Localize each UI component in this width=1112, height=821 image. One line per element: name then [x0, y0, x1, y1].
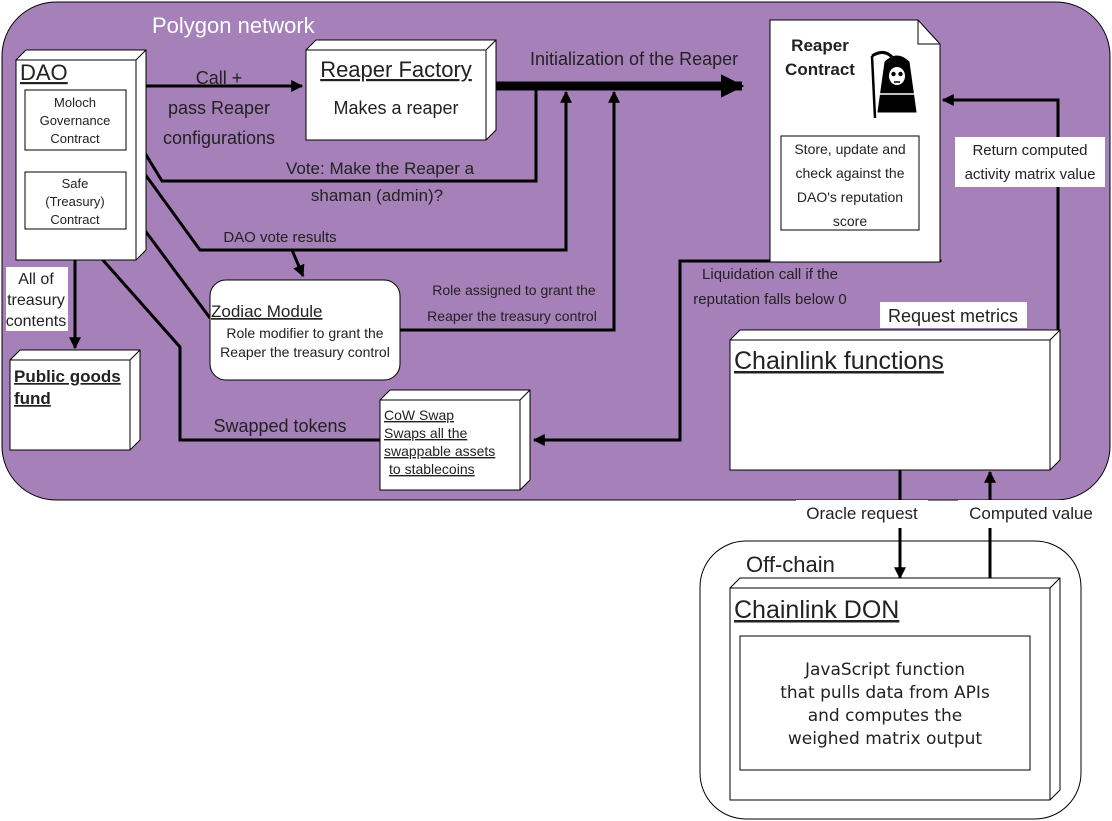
public-goods-node[interactable]: Public goods fund [9, 349, 141, 451]
label-treasury-1: All of [18, 271, 54, 288]
label-call-3: configurations [163, 128, 275, 148]
moloch-line-2: Governance [40, 113, 111, 128]
public-goods-title-2: fund [14, 389, 51, 408]
cow-line-2: Swaps all the [384, 425, 467, 441]
moloch-line-3: Contract [50, 131, 100, 146]
chainlink-functions-title: Chainlink functions [734, 347, 944, 375]
factory-title: Reaper Factory [320, 57, 472, 82]
edge-swapped [76, 231, 380, 442]
oracle-label-bg [796, 500, 928, 528]
label-call-1: Call + [196, 68, 243, 88]
zodiac-module-node[interactable]: Zodiac Module Role modifier to grant the… [209, 279, 401, 381]
public-goods-title-1: Public goods [14, 367, 121, 386]
label-vote-results: DAO vote results [223, 229, 336, 246]
label-return-1: Return computed [972, 142, 1087, 159]
label-treasury-3: contents [6, 313, 66, 330]
label-return-2: activity matrix value [965, 166, 1096, 183]
label-init: Initialization of the Reaper [530, 49, 738, 69]
don-function-box [739, 635, 1031, 771]
cow-swap-node[interactable]: CoW Swap Swaps all the swappable assets … [379, 389, 531, 491]
label-computed-value: Computed value [969, 504, 1093, 523]
zodiac-desc-2: Reaper the treasury control [220, 344, 390, 360]
zodiac-title: Zodiac Module [211, 302, 323, 321]
factory-desc: Makes a reaper [333, 98, 458, 118]
label-treasury-2: treasury [7, 292, 65, 309]
safe-line-1: Safe [62, 176, 89, 191]
cow-line-1: CoW Swap [384, 407, 454, 423]
network-title: Polygon network [152, 13, 316, 38]
request-metrics-label-bg [880, 302, 1027, 328]
reaper-title-2: Contract [785, 60, 855, 79]
reaper-title-1: Reaper [791, 36, 849, 55]
safe-line-2: (Treasury) [45, 194, 104, 209]
reaper-desc-box [780, 135, 920, 231]
edge-role-assigned [400, 90, 620, 332]
dao-node[interactable]: DAO Moloch Governance Contract Safe (Tre… [15, 49, 147, 261]
don-desc-3: and computes the [808, 706, 963, 726]
reaper-desc-2: check against the [796, 165, 905, 181]
reaper-contract-node[interactable]: Reaper Contract Store, update and check … [769, 19, 941, 263]
return-label-bg [955, 137, 1105, 187]
label-swapped: Swapped tokens [213, 416, 346, 436]
edge-vote-to-zodiac [290, 249, 305, 278]
offchain-title: Off-chain [746, 552, 835, 577]
cow-line-3: swappable assets [384, 443, 495, 459]
don-title: Chainlink DON [734, 596, 899, 624]
chainlink-don-node[interactable]: Chainlink DON JavaScript function that p… [729, 577, 1061, 801]
label-role-1: Role assigned to grant the [432, 282, 596, 298]
safe-contract[interactable] [24, 171, 127, 230]
treasury-label-bg [6, 267, 68, 331]
edge-vote-results [124, 90, 572, 252]
don-desc-2: that pulls data from APIs [780, 683, 990, 703]
edge-return-value [941, 94, 1060, 330]
chainlink-functions-node[interactable]: Chainlink functions [729, 329, 1061, 471]
reaper-factory-node[interactable]: Reaper Factory Makes a reaper [305, 39, 497, 141]
label-oracle-request: Oracle request [806, 504, 918, 523]
label-request-metrics: Request metrics [888, 306, 1018, 326]
safe-line-3: Contract [50, 212, 100, 227]
label-liquidation-2: reputation falls below 0 [693, 291, 846, 308]
reaper-desc-3: DAO's reputation [797, 189, 903, 205]
don-desc-4: weighed matrix output [788, 729, 983, 749]
don-desc-1: JavaScript function [804, 660, 965, 680]
reaper-desc-4: score [833, 213, 867, 229]
label-vote-1: Vote: Make the Reaper a [286, 159, 475, 178]
moloch-line-1: Moloch [54, 95, 96, 110]
zodiac-desc-1: Role modifier to grant the [226, 325, 383, 341]
grim-reaper-icon [870, 51, 917, 119]
cow-line-4: to stablecoins [389, 461, 475, 477]
moloch-contract[interactable] [24, 89, 127, 151]
dao-title: DAO [20, 60, 68, 85]
label-role-2: Reaper the treasury control [427, 308, 597, 324]
label-liquidation-1: Liquidation call if the [702, 266, 838, 283]
reaper-desc-1: Store, update and [794, 141, 905, 157]
computed-label-bg [958, 500, 1104, 528]
label-vote-2: shaman (admin)? [311, 186, 443, 205]
label-call-2: pass Reaper [168, 98, 270, 118]
